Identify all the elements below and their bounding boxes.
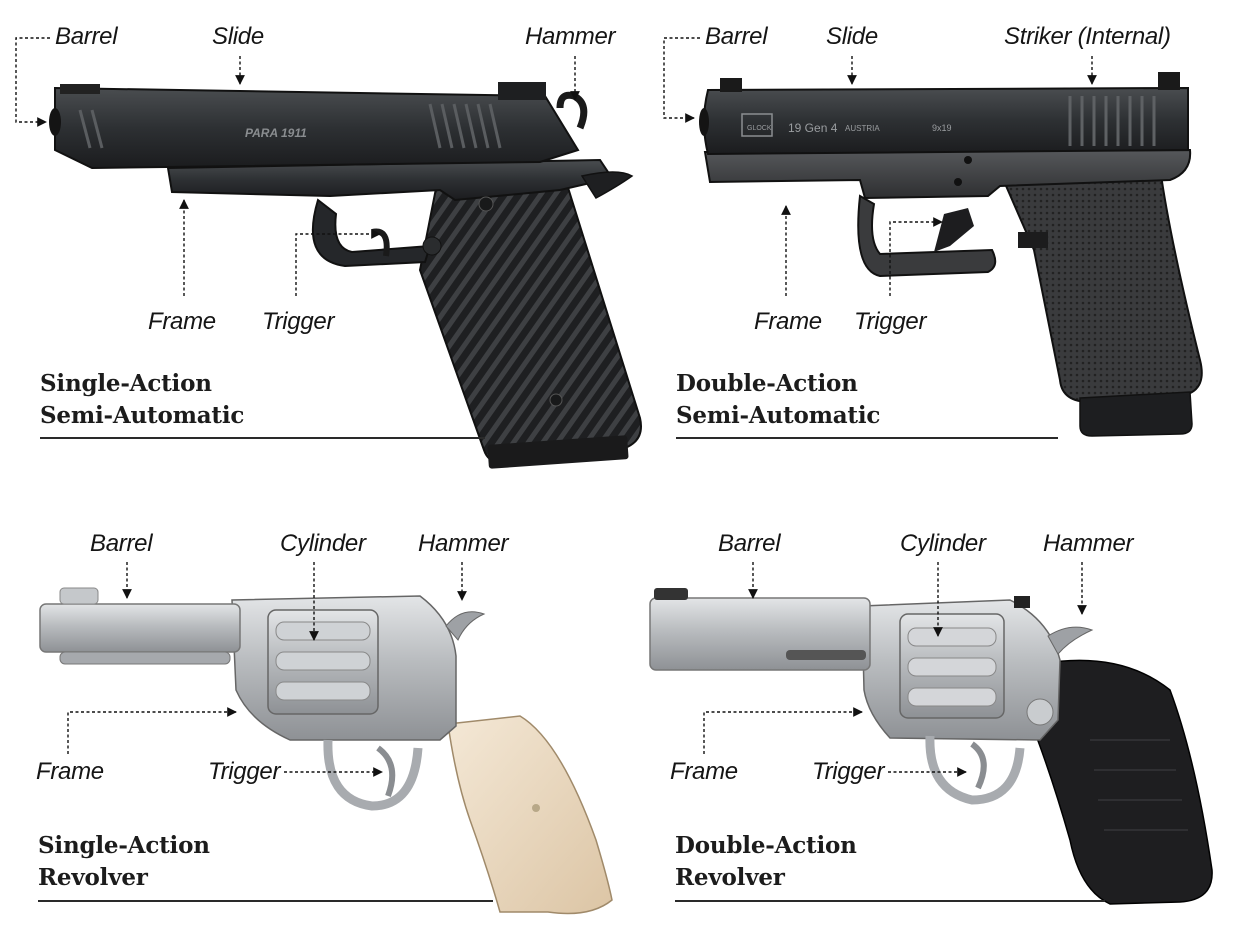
engraving-glock-model: 19 Gen 4 — [788, 121, 838, 135]
title-line-2: Revolver — [675, 864, 785, 891]
label-hammer-sa-revolver: Hammer — [418, 530, 509, 557]
label-cylinder-da-revolver: Cylinder — [900, 530, 986, 557]
label-frame-sa-revolver: Frame — [36, 758, 104, 785]
title-line-1: Single-Action — [38, 832, 210, 859]
title-underline — [675, 900, 1105, 902]
title-single-action-semi-automatic: Single-Action Semi-Automatic — [40, 368, 244, 432]
title-underline — [676, 437, 1058, 439]
label-slide-glock: Slide — [826, 23, 878, 50]
title-double-action-semi-automatic: Double-Action Semi-Automatic — [676, 368, 880, 432]
title-line-2: Semi-Automatic — [676, 402, 881, 429]
label-cylinder-sa-revolver: Cylinder — [280, 530, 366, 557]
title-single-action-revolver: Single-Action Revolver — [38, 830, 210, 894]
engraving-glock-caliber: 9x19 — [932, 123, 952, 133]
title-double-action-revolver: Double-Action Revolver — [675, 830, 857, 894]
label-hammer-da-revolver: Hammer — [1043, 530, 1134, 557]
label-slide-1911: Slide — [212, 23, 264, 50]
title-line-2: Semi-Automatic — [40, 402, 245, 429]
label-barrel-1911: Barrel — [55, 23, 118, 50]
title-line-1: Single-Action — [40, 370, 212, 397]
engraving-para-1911: PARA 1911 — [245, 126, 307, 140]
label-barrel-glock: Barrel — [705, 23, 768, 50]
pistol-glock-illustration — [699, 72, 1203, 437]
label-trigger-da-revolver: Trigger — [812, 758, 885, 785]
pistol-1911-illustration — [49, 82, 642, 469]
title-underline — [40, 437, 485, 439]
revolver-double-action-illustration — [649, 588, 1213, 905]
label-barrel-da-revolver: Barrel — [718, 530, 781, 557]
revolver-single-action-illustration — [39, 587, 613, 915]
label-trigger-sa-revolver: Trigger — [208, 758, 281, 785]
title-line-1: Double-Action — [676, 370, 858, 397]
label-striker-glock: Striker (Internal) — [1004, 23, 1171, 50]
label-frame-glock: Frame — [754, 308, 822, 335]
title-underline — [38, 900, 493, 902]
label-trigger-glock: Trigger — [854, 308, 927, 335]
label-barrel-sa-revolver: Barrel — [90, 530, 153, 557]
title-line-1: Double-Action — [675, 832, 857, 859]
label-frame-1911: Frame — [148, 308, 216, 335]
title-line-2: Revolver — [38, 864, 148, 891]
label-frame-da-revolver: Frame — [670, 758, 738, 785]
engraving-glock-logo: GLOCK — [747, 125, 772, 132]
label-trigger-1911: Trigger — [262, 308, 335, 335]
engraving-glock-origin: AUSTRIA — [845, 124, 880, 133]
label-hammer-1911: Hammer — [525, 23, 616, 50]
leader-lines — [15, 37, 1097, 777]
